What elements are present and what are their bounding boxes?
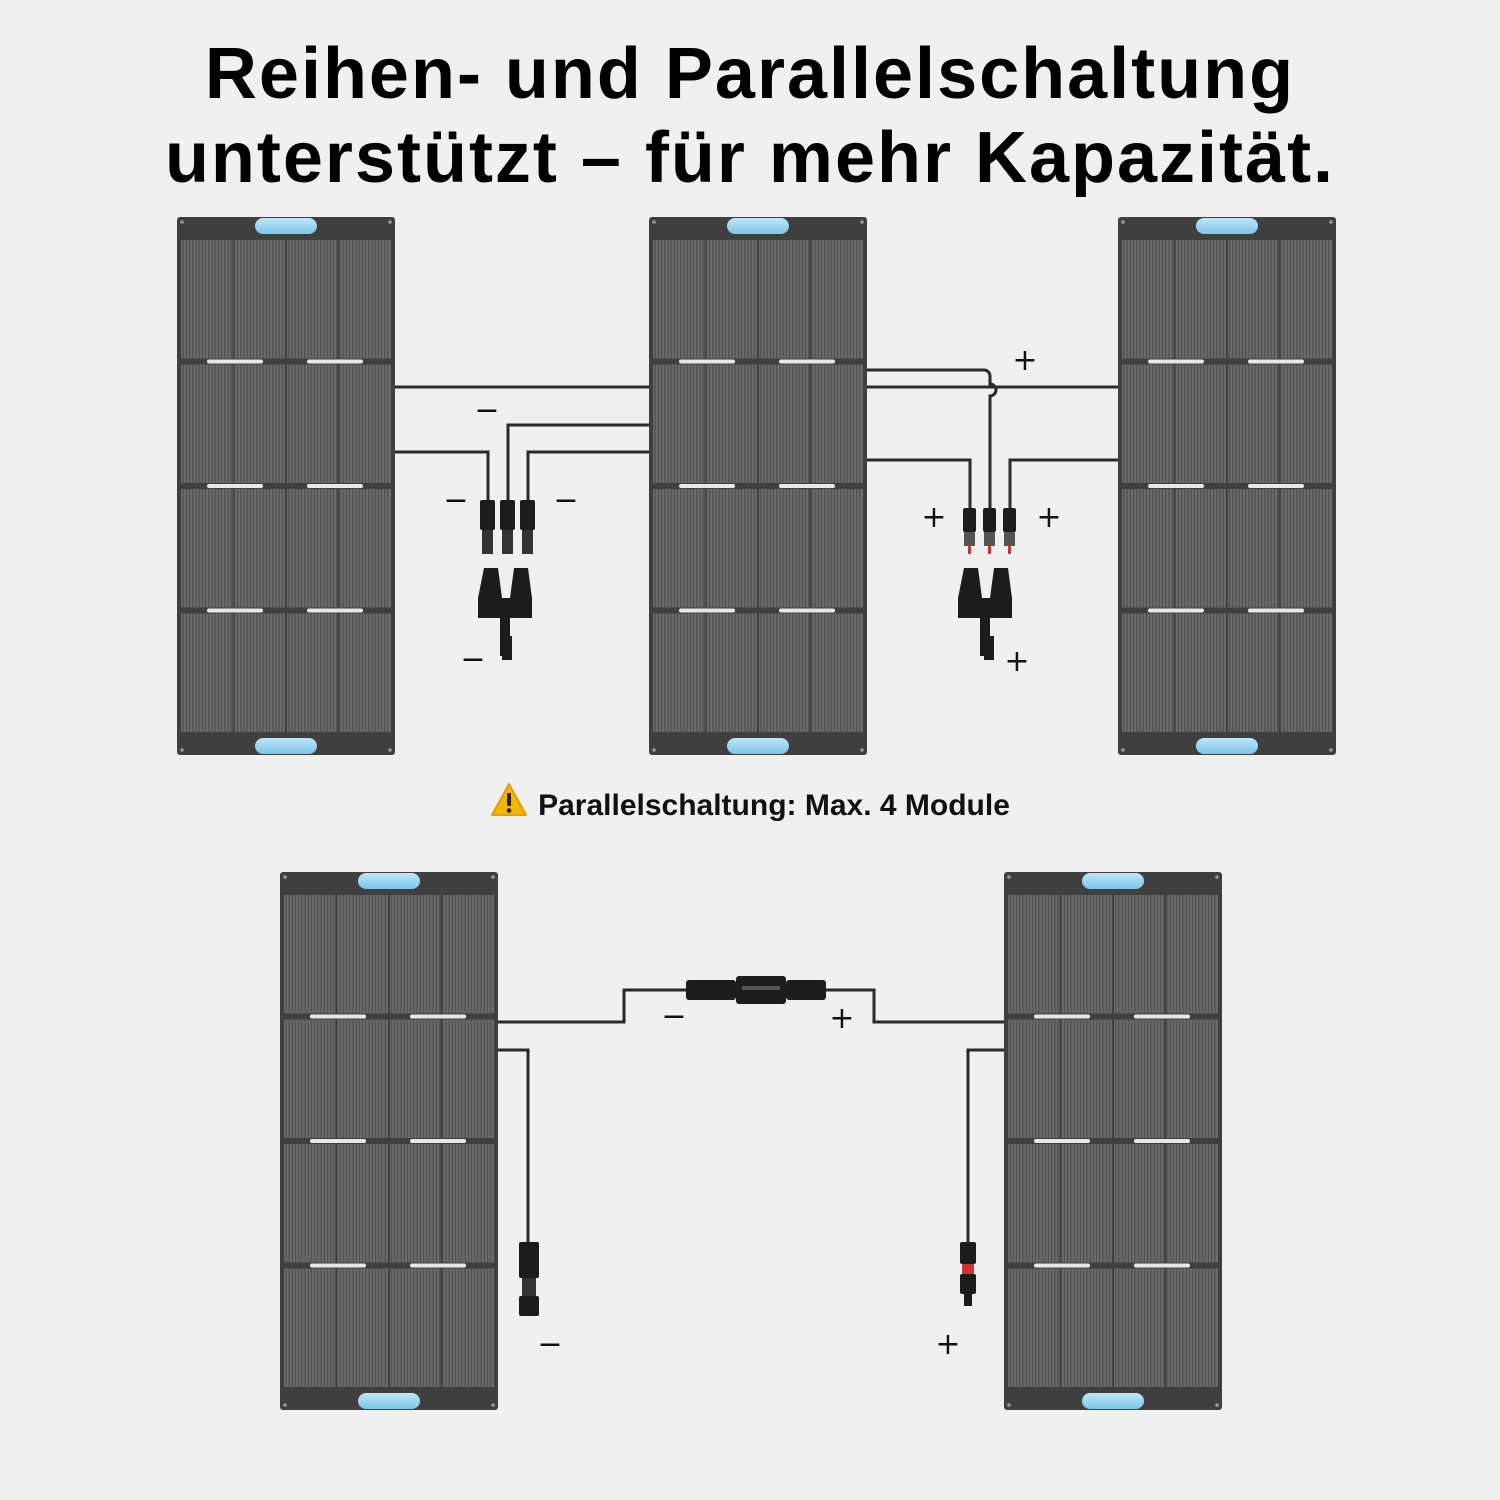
note-text: Parallelschaltung: Max. 4 Module	[538, 788, 1010, 822]
wire-top-l2	[394, 450, 490, 502]
minus-sign: −	[553, 483, 579, 518]
panel-handle-bottom	[255, 738, 317, 754]
solar-panel-bottom-right	[1004, 872, 1222, 1410]
plus-sign: +	[1004, 644, 1030, 679]
plus-sign: +	[829, 1001, 855, 1036]
y-connector-negative	[478, 500, 535, 660]
panel-handle-top	[1082, 873, 1144, 889]
parallel-limit-note: Parallelschaltung: Max. 4 Module	[0, 782, 1500, 832]
wire-bottom-right	[966, 1048, 1004, 1244]
panel-handle-top	[727, 218, 789, 234]
warning-icon	[490, 782, 528, 832]
wire-top-r2	[866, 368, 998, 510]
panel-cells-grid	[1121, 220, 1333, 752]
connector-positive-single	[960, 1242, 976, 1306]
panel-handle-top	[255, 218, 317, 234]
wire-top-l4	[526, 450, 650, 502]
connector-negative-single	[519, 1242, 539, 1316]
panel-handle-bottom	[727, 738, 789, 754]
panel-cells-grid	[1007, 875, 1219, 1407]
panel-cells-grid	[283, 875, 495, 1407]
minus-sign: −	[537, 1327, 563, 1362]
wire-top-r4	[1008, 458, 1118, 510]
solar-panel-bottom-left	[280, 872, 498, 1410]
wire-top-l3	[506, 423, 650, 502]
wire-bottom-left	[498, 1048, 530, 1244]
wire-top-r3	[866, 458, 972, 510]
inline-connector-pair	[686, 976, 826, 1004]
plus-sign: +	[935, 1327, 961, 1362]
solar-panel-top-left	[177, 217, 395, 755]
solar-panel-top-middle	[649, 217, 867, 755]
plus-sign: +	[1036, 500, 1062, 535]
panel-cells-grid	[180, 220, 392, 752]
solar-panel-top-right	[1118, 217, 1336, 755]
panel-handle-bottom	[358, 1393, 420, 1409]
minus-sign: −	[443, 483, 469, 518]
y-connector-positive	[958, 508, 1016, 660]
panel-handle-top	[358, 873, 420, 889]
panel-handle-bottom	[1082, 1393, 1144, 1409]
panel-cells-grid	[652, 220, 864, 752]
panel-handle-top	[1196, 218, 1258, 234]
plus-sign: +	[1012, 343, 1038, 378]
minus-sign: −	[661, 999, 687, 1034]
minus-sign: −	[460, 642, 486, 677]
minus-sign: −	[474, 393, 500, 428]
panel-handle-bottom	[1196, 738, 1258, 754]
plus-sign: +	[921, 500, 947, 535]
wire-bottom-series	[498, 988, 1004, 1024]
title-line-1: Reihen- und Parallelschaltung	[204, 34, 1296, 114]
title-line-2: unterstützt – für mehr Kapazität.	[164, 118, 1336, 198]
